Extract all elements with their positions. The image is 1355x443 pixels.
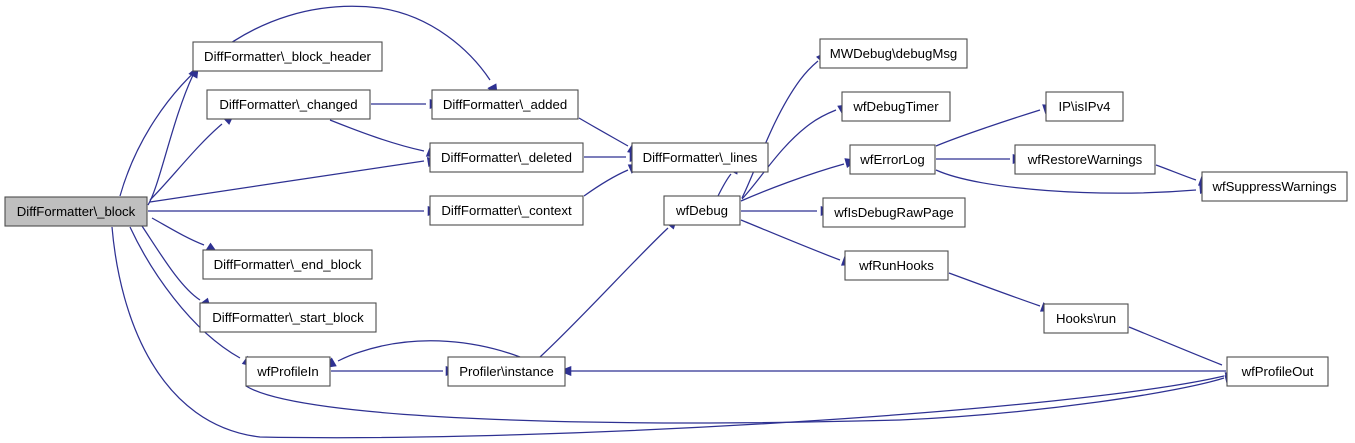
node-suppressWarn[interactable]: wfSuppressWarnings (1201, 171, 1348, 202)
node-box-rawPage[interactable] (822, 197, 966, 228)
edge-context-to-lines (583, 169, 629, 197)
node-box-runHooks[interactable] (844, 250, 949, 281)
node-box-profilerInst[interactable] (447, 356, 566, 387)
edge-wfDebug-to-debugTimer (741, 109, 837, 200)
edge-profilerInst-to-wfProfileIn (337, 340, 521, 362)
node-block[interactable]: DiffFormatter\_block (4, 196, 148, 227)
node-deleted[interactable]: DiffFormatter\_deleted (429, 142, 584, 173)
node-wfProfileIn[interactable]: wfProfileIn (245, 356, 331, 387)
node-box-debugMsg[interactable] (819, 38, 968, 69)
node-box-context[interactable] (429, 195, 584, 226)
edge-wfDebug-to-debugMsg (741, 60, 819, 199)
node-restoreWarn[interactable]: wfRestoreWarnings (1014, 144, 1156, 175)
edges-layer (111, 5, 1226, 439)
node-wfProfileOut[interactable]: wfProfileOut (1226, 356, 1329, 387)
node-box-lines[interactable] (631, 142, 769, 173)
edge-wfDebug-to-runHooks (740, 219, 841, 261)
node-changed[interactable]: DiffFormatter\_changed (206, 89, 371, 120)
edge-profilerInst-to-wfDebug (539, 227, 669, 358)
edge-block-to-end_block (151, 217, 205, 246)
node-box-debugTimer[interactable] (841, 91, 951, 122)
node-box-changed[interactable] (206, 89, 371, 120)
edge-changed-to-deleted (329, 119, 425, 152)
node-added[interactable]: DiffFormatter\_added (431, 89, 579, 120)
node-errorLog[interactable]: wfErrorLog (849, 144, 936, 175)
node-end_block[interactable]: DiffFormatter\_end_block (202, 249, 373, 280)
edge-added-to-lines (578, 117, 629, 147)
edge-wfDebug-to-errorLog (740, 163, 845, 202)
edge-wfProfileIn-to-wfProfileOut (245, 377, 1225, 424)
node-wfDebug[interactable]: wfDebug (663, 195, 741, 226)
node-box-added[interactable] (431, 89, 579, 120)
node-isIPv4[interactable]: IP\isIPv4 (1045, 91, 1124, 122)
node-debugTimer[interactable]: wfDebugTimer (841, 91, 951, 122)
edge-block-to-added (119, 5, 491, 197)
edge-hooksRun-to-wfProfileOut (1128, 326, 1223, 366)
node-box-end_block[interactable] (202, 249, 373, 280)
node-box-wfProfileIn[interactable] (245, 356, 331, 387)
edge-errorLog-to-isIPv4 (935, 109, 1041, 147)
node-debugMsg[interactable]: MWDebug\debugMsg (819, 38, 968, 69)
edge-block-to-wfProfileIn (129, 226, 241, 359)
node-block_header[interactable]: DiffFormatter\_block_header (192, 41, 383, 72)
node-start_block[interactable]: DiffFormatter\_start_block (199, 302, 377, 333)
node-box-block_header[interactable] (192, 41, 383, 72)
edge-runHooks-to-hooksRun (948, 272, 1041, 307)
node-box-start_block[interactable] (199, 302, 377, 333)
node-box-isIPv4[interactable] (1045, 91, 1124, 122)
edge-block-to-changed (149, 123, 223, 201)
edge-wfDebug-to-lines (717, 173, 732, 197)
node-box-hooksRun[interactable] (1043, 303, 1129, 334)
node-context[interactable]: DiffFormatter\_context (429, 195, 584, 226)
node-box-block[interactable] (4, 196, 148, 227)
edge-restoreWarn-to-suppressWarn (1155, 164, 1197, 181)
node-box-errorLog[interactable] (849, 144, 936, 175)
node-box-wfDebug[interactable] (663, 195, 741, 226)
node-runHooks[interactable]: wfRunHooks (844, 250, 949, 281)
edge-block-to-wfProfileOut (111, 226, 1225, 439)
node-box-wfProfileOut[interactable] (1226, 356, 1329, 387)
node-profilerInst[interactable]: Profiler\instance (447, 356, 566, 387)
node-box-deleted[interactable] (429, 142, 584, 173)
edge-block-to-block_header (147, 74, 194, 206)
edge-block-to-deleted (149, 160, 425, 203)
node-lines[interactable]: DiffFormatter\_lines (631, 142, 769, 173)
edge-errorLog-to-suppressWarn (935, 169, 1197, 194)
node-box-restoreWarn[interactable] (1014, 144, 1156, 175)
edge-block-to-start_block (141, 225, 201, 301)
node-box-suppressWarn[interactable] (1201, 171, 1348, 202)
node-rawPage[interactable]: wfIsDebugRawPage (822, 197, 966, 228)
node-hooksRun[interactable]: Hooks\run (1043, 303, 1129, 334)
